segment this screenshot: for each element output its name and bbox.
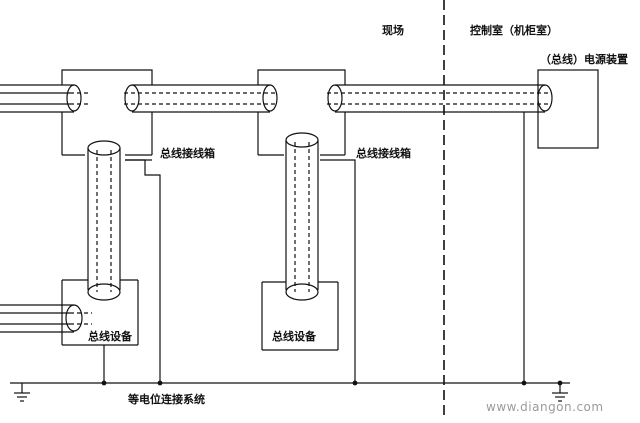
device-cable-left-stub <box>0 304 92 333</box>
junction-dots <box>101 380 563 386</box>
bus-device-2-label: 总线设备 <box>272 329 317 343</box>
equipotential-rail <box>10 382 570 402</box>
power-supply-box <box>523 69 599 383</box>
trunk-cable-segment-2 <box>327 84 553 113</box>
field-label: 现场 <box>382 23 404 37</box>
drop-cable-1 <box>87 140 121 301</box>
junction-box-2-label: 总线接线箱 <box>356 146 411 160</box>
trunk-cable-left-stub <box>0 84 90 113</box>
bus-device-1-label: 总线设备 <box>88 329 133 343</box>
control-room-label: 控制室（机柜室） <box>470 23 558 37</box>
drop-cable-2 <box>285 132 319 301</box>
watermark: www.diangon.com <box>486 400 604 414</box>
junction-box-2 <box>257 69 346 156</box>
equipotential-label: 等电位连接系统 <box>127 392 205 406</box>
bus-device-2-box <box>261 159 356 383</box>
junction-box-1 <box>61 69 153 161</box>
trunk-cable-segment-1 <box>124 84 278 113</box>
junction-box-1-label: 总线接线箱 <box>160 146 215 160</box>
power-supply-label: （总线）电源装置 <box>540 52 628 66</box>
